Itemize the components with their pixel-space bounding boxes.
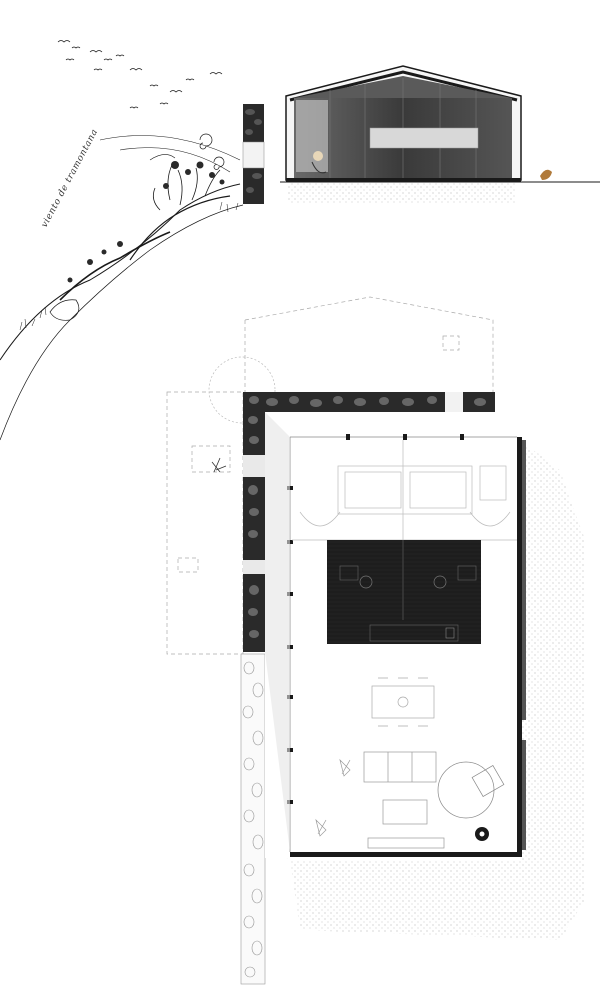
- section-ground: [288, 182, 516, 204]
- flower-icon: [397, 696, 409, 708]
- plant-icon: [339, 758, 351, 777]
- plant-icon: [315, 818, 327, 837]
- plan-living: [315, 751, 445, 849]
- birds-flock: [57, 40, 223, 109]
- toilet-icon: [433, 575, 447, 589]
- plan-bathroom-core: [327, 540, 481, 644]
- wind-spiral-icon: [213, 156, 225, 170]
- plant-icon: [211, 457, 227, 473]
- wind-label: viento de tramontana: [40, 127, 101, 229]
- plan-wall-bottom: [290, 852, 522, 857]
- plan-dining: [371, 677, 435, 727]
- plan-stone-wall-lower: [240, 653, 266, 985]
- plan-wall-right: [517, 437, 522, 857]
- wind-spiral-icon: [199, 133, 213, 150]
- plan-armchair: [437, 761, 505, 819]
- toilet-icon: [359, 575, 373, 589]
- hillside-vegetation: [0, 133, 244, 441]
- building-section-elevation: [242, 65, 600, 204]
- hen-icon: [540, 169, 552, 180]
- compass-circle: [208, 356, 276, 424]
- floor-plan: [166, 296, 585, 985]
